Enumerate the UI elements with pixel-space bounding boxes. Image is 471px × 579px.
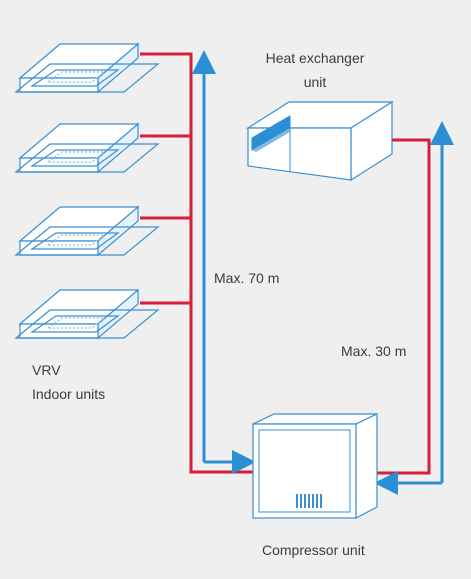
indoor-unit-4-icon	[14, 288, 160, 340]
indoor-unit-3-icon	[14, 205, 160, 257]
max-30-label: Max. 30 m	[341, 343, 407, 359]
indoor-blue-piping	[192, 50, 256, 474]
indoor-red-piping	[140, 52, 253, 474]
compressor-unit-icon	[252, 413, 378, 519]
exchanger-red-piping	[377, 138, 431, 475]
heat-exchanger-label-line1: Heat exchanger	[265, 50, 365, 66]
exchanger-blue-piping	[374, 121, 454, 495]
indoor-unit-2-icon	[14, 122, 160, 174]
heat-exchanger-label-line2: unit	[303, 74, 327, 90]
indoor-units-label-line2: Indoor units	[32, 386, 106, 402]
indoor-units-label: VRV Indoor units	[32, 358, 105, 406]
heat-exchanger-label: Heat exchanger unit	[245, 46, 385, 94]
indoor-unit-1-icon	[14, 42, 160, 94]
heat-exchanger-icon	[245, 100, 395, 182]
indoor-units-label-line1: VRV	[32, 362, 61, 378]
compressor-unit-label: Compressor unit	[262, 542, 365, 558]
max-70-label: Max. 70 m	[214, 270, 280, 286]
